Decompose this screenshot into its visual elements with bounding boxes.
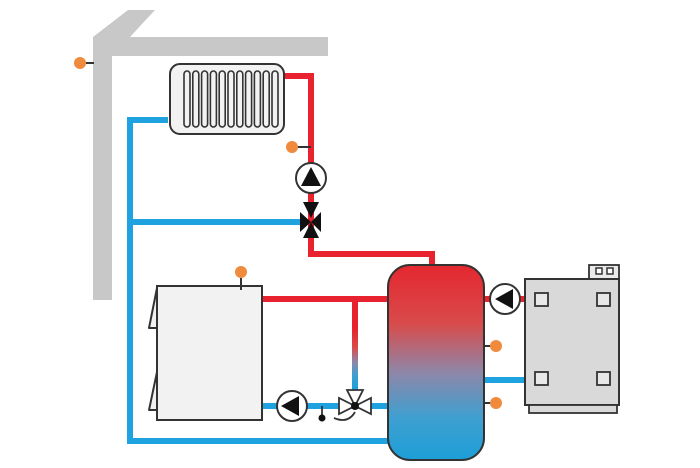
radiator xyxy=(169,63,285,135)
radiator-mixing-valve xyxy=(300,202,321,238)
secondary-boiler xyxy=(524,264,620,414)
radiator-fin xyxy=(253,70,262,128)
flow-temperature-sensor xyxy=(286,141,311,153)
secondary-boiler-pump xyxy=(489,283,521,315)
radiator-circuit-pump xyxy=(295,162,327,194)
tank-upper-sensor xyxy=(484,340,502,352)
radiator-fin xyxy=(271,70,279,128)
solid-fuel-boiler xyxy=(148,285,263,421)
radiator-fin xyxy=(262,70,270,128)
outdoor-sensor xyxy=(74,57,94,69)
radiator-fin xyxy=(209,70,218,128)
radiator-fin xyxy=(244,70,253,128)
radiator-fin xyxy=(227,70,235,128)
radiator-fin xyxy=(236,70,244,128)
tank-lower-sensor xyxy=(484,397,502,409)
house-wall xyxy=(93,10,328,300)
radiator-fin xyxy=(192,70,200,128)
boiler-thermostatic-valve xyxy=(318,389,372,422)
boiler-temperature-sensor xyxy=(235,266,247,290)
radiator-fin xyxy=(200,70,209,128)
radiator-fin xyxy=(218,70,226,128)
boiler-circuit-pump xyxy=(276,390,308,422)
bypass-pipe-mixed xyxy=(352,330,358,388)
radiator-fin xyxy=(183,70,191,128)
buffer-tank xyxy=(387,264,485,461)
